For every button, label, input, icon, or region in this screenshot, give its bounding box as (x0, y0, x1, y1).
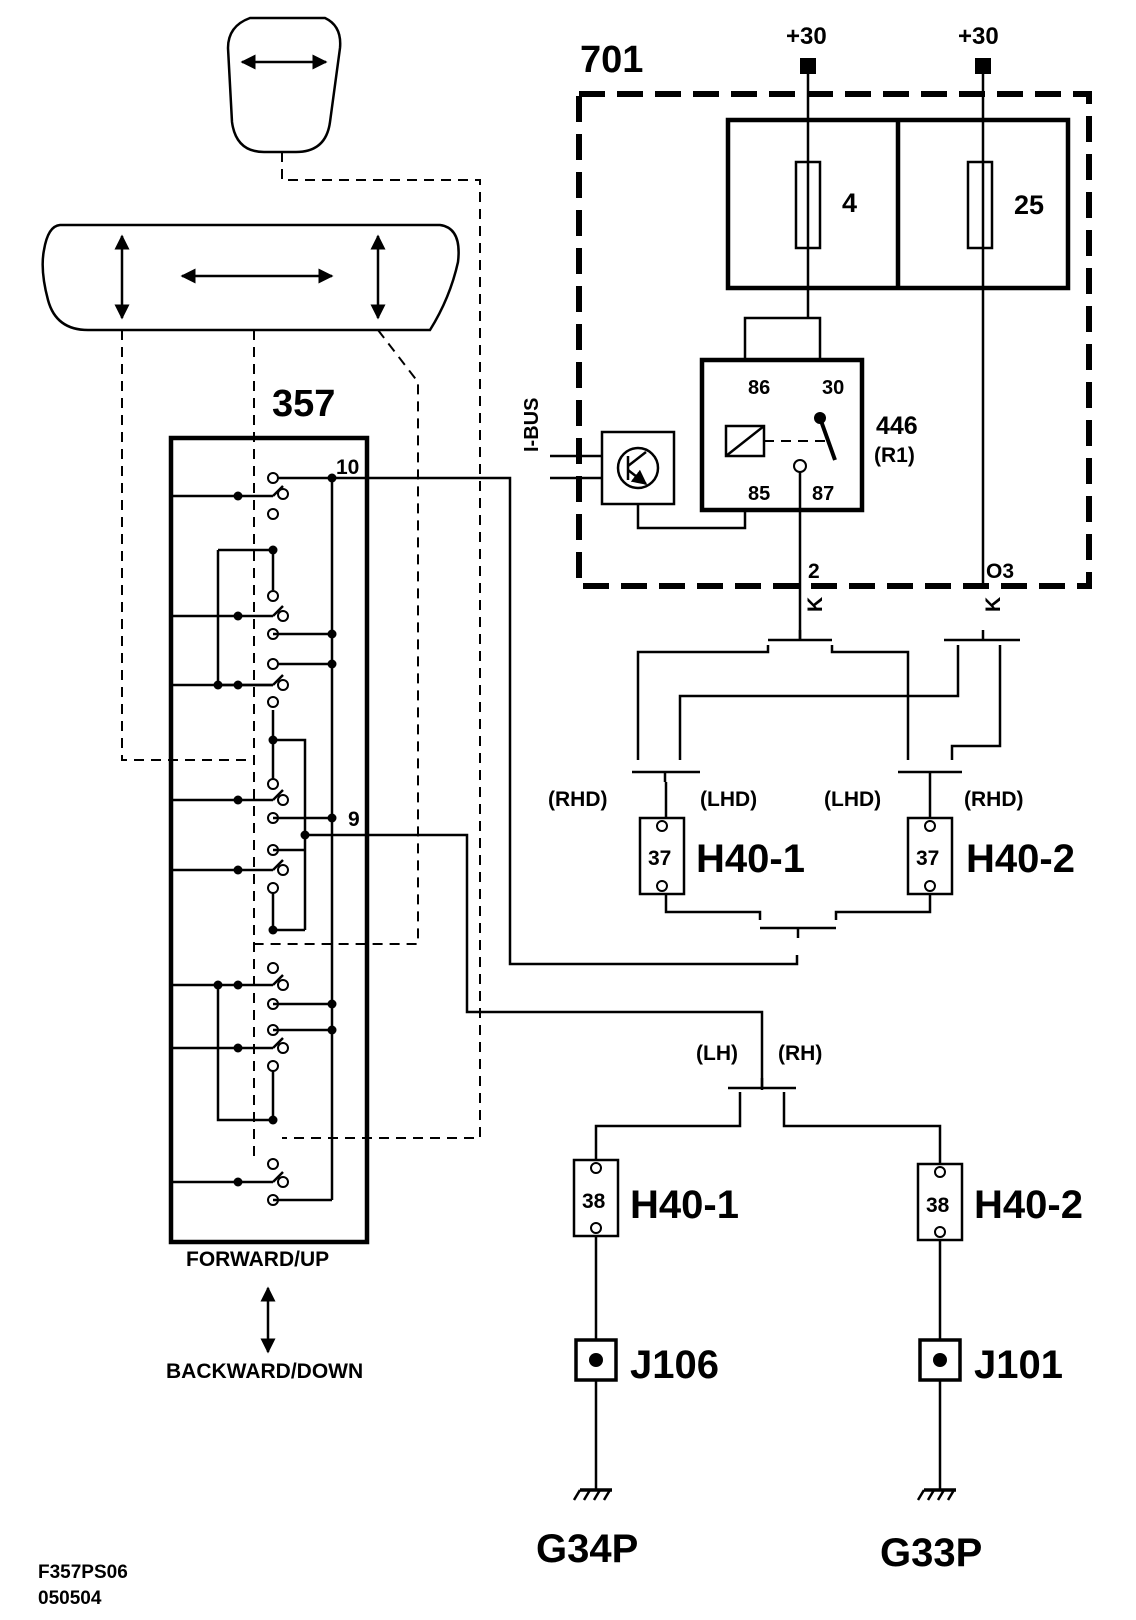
connector-h40-1-lower-label: H40-1 (630, 1183, 739, 1227)
switch-357-label: 357 (272, 383, 335, 425)
relay-pin-87: 87 (812, 483, 834, 505)
svg-text:37: 37 (648, 847, 671, 870)
footer-code: F357PS06 (38, 1562, 128, 1583)
connector-h40-1-upper-label: H40-1 (696, 837, 805, 881)
switch-pin-10-label: 10 (336, 456, 359, 479)
footer-date: 050504 (38, 1588, 102, 1609)
supply-left-terminal (800, 58, 816, 74)
switch-contacts (173, 472, 799, 1206)
variant-lhd-left: (LHD) (700, 788, 757, 811)
direction-forward-up-label: FORWARD/UP (186, 1248, 329, 1271)
ground-left-icon (572, 1488, 612, 1501)
relay-r1-label: (R1) (874, 444, 915, 467)
mechanical-links (121, 152, 481, 1158)
supply-left-label: +30 (786, 23, 827, 50)
ground-g34p-label: G34P (536, 1527, 638, 1571)
fuse-4-label: 4 (842, 188, 857, 218)
connector-h40-1-pin-37: 37 (638, 816, 686, 896)
junction-j106-label: J106 (630, 1343, 719, 1387)
junction-j106 (574, 1338, 618, 1382)
wire-right-color: K (982, 597, 1005, 612)
switch-357-box (168, 435, 370, 1245)
svg-text:37: 37 (916, 847, 939, 870)
supply-right-terminal (975, 58, 991, 74)
wire-left-code: 2 (808, 560, 820, 583)
connector-h40-2-lower-label: H40-2 (974, 1183, 1083, 1227)
connector-h40-2-upper-label: H40-2 (966, 837, 1075, 881)
variant-splits (594, 630, 1020, 1164)
variant-rhd-right: (RHD) (964, 788, 1023, 811)
relay-446-label: 446 (876, 412, 918, 440)
connector-h40-2-pin-38: 38 (916, 1162, 964, 1242)
ibus-label: I-BUS (521, 398, 543, 452)
switch-pin-9-label: 9 (348, 808, 360, 831)
svg-text:38: 38 (926, 1194, 950, 1217)
connector-h40-1-pin-38: 38 (572, 1158, 620, 1238)
relay-446-box (699, 357, 865, 513)
variant-lh: (LH) (696, 1042, 738, 1065)
connector-h40-2-pin-37: 37 (906, 816, 954, 896)
relay-pin-30: 30 (822, 377, 844, 399)
transistor-icon (616, 446, 660, 490)
variant-lhd-right: (LHD) (824, 788, 881, 811)
ibus-module (600, 430, 676, 506)
direction-backward-down-label: BACKWARD/DOWN (166, 1360, 363, 1383)
svg-text:38: 38 (582, 1190, 606, 1213)
fuse-box-701-border (576, 91, 1092, 589)
junction-j101 (918, 1338, 962, 1382)
ground-right-icon (916, 1488, 956, 1501)
supply-right-label: +30 (958, 23, 999, 50)
wire-right-code: O3 (986, 560, 1014, 583)
ground-g33p-label: G33P (880, 1531, 982, 1575)
wire-left-color: K (804, 597, 827, 612)
fuse-box-701-label: 701 (580, 39, 643, 81)
seat-cushion (41, 223, 460, 332)
fuse-25 (966, 160, 994, 250)
junction-j101-label: J101 (974, 1343, 1063, 1387)
relay-pin-86: 86 (748, 377, 770, 399)
variant-rh: (RH) (778, 1042, 822, 1065)
relay-pin-85: 85 (748, 483, 770, 505)
seat-headrest (226, 16, 342, 154)
fuse-25-label: 25 (1014, 190, 1044, 220)
variant-rhd-left: (RHD) (548, 788, 607, 811)
